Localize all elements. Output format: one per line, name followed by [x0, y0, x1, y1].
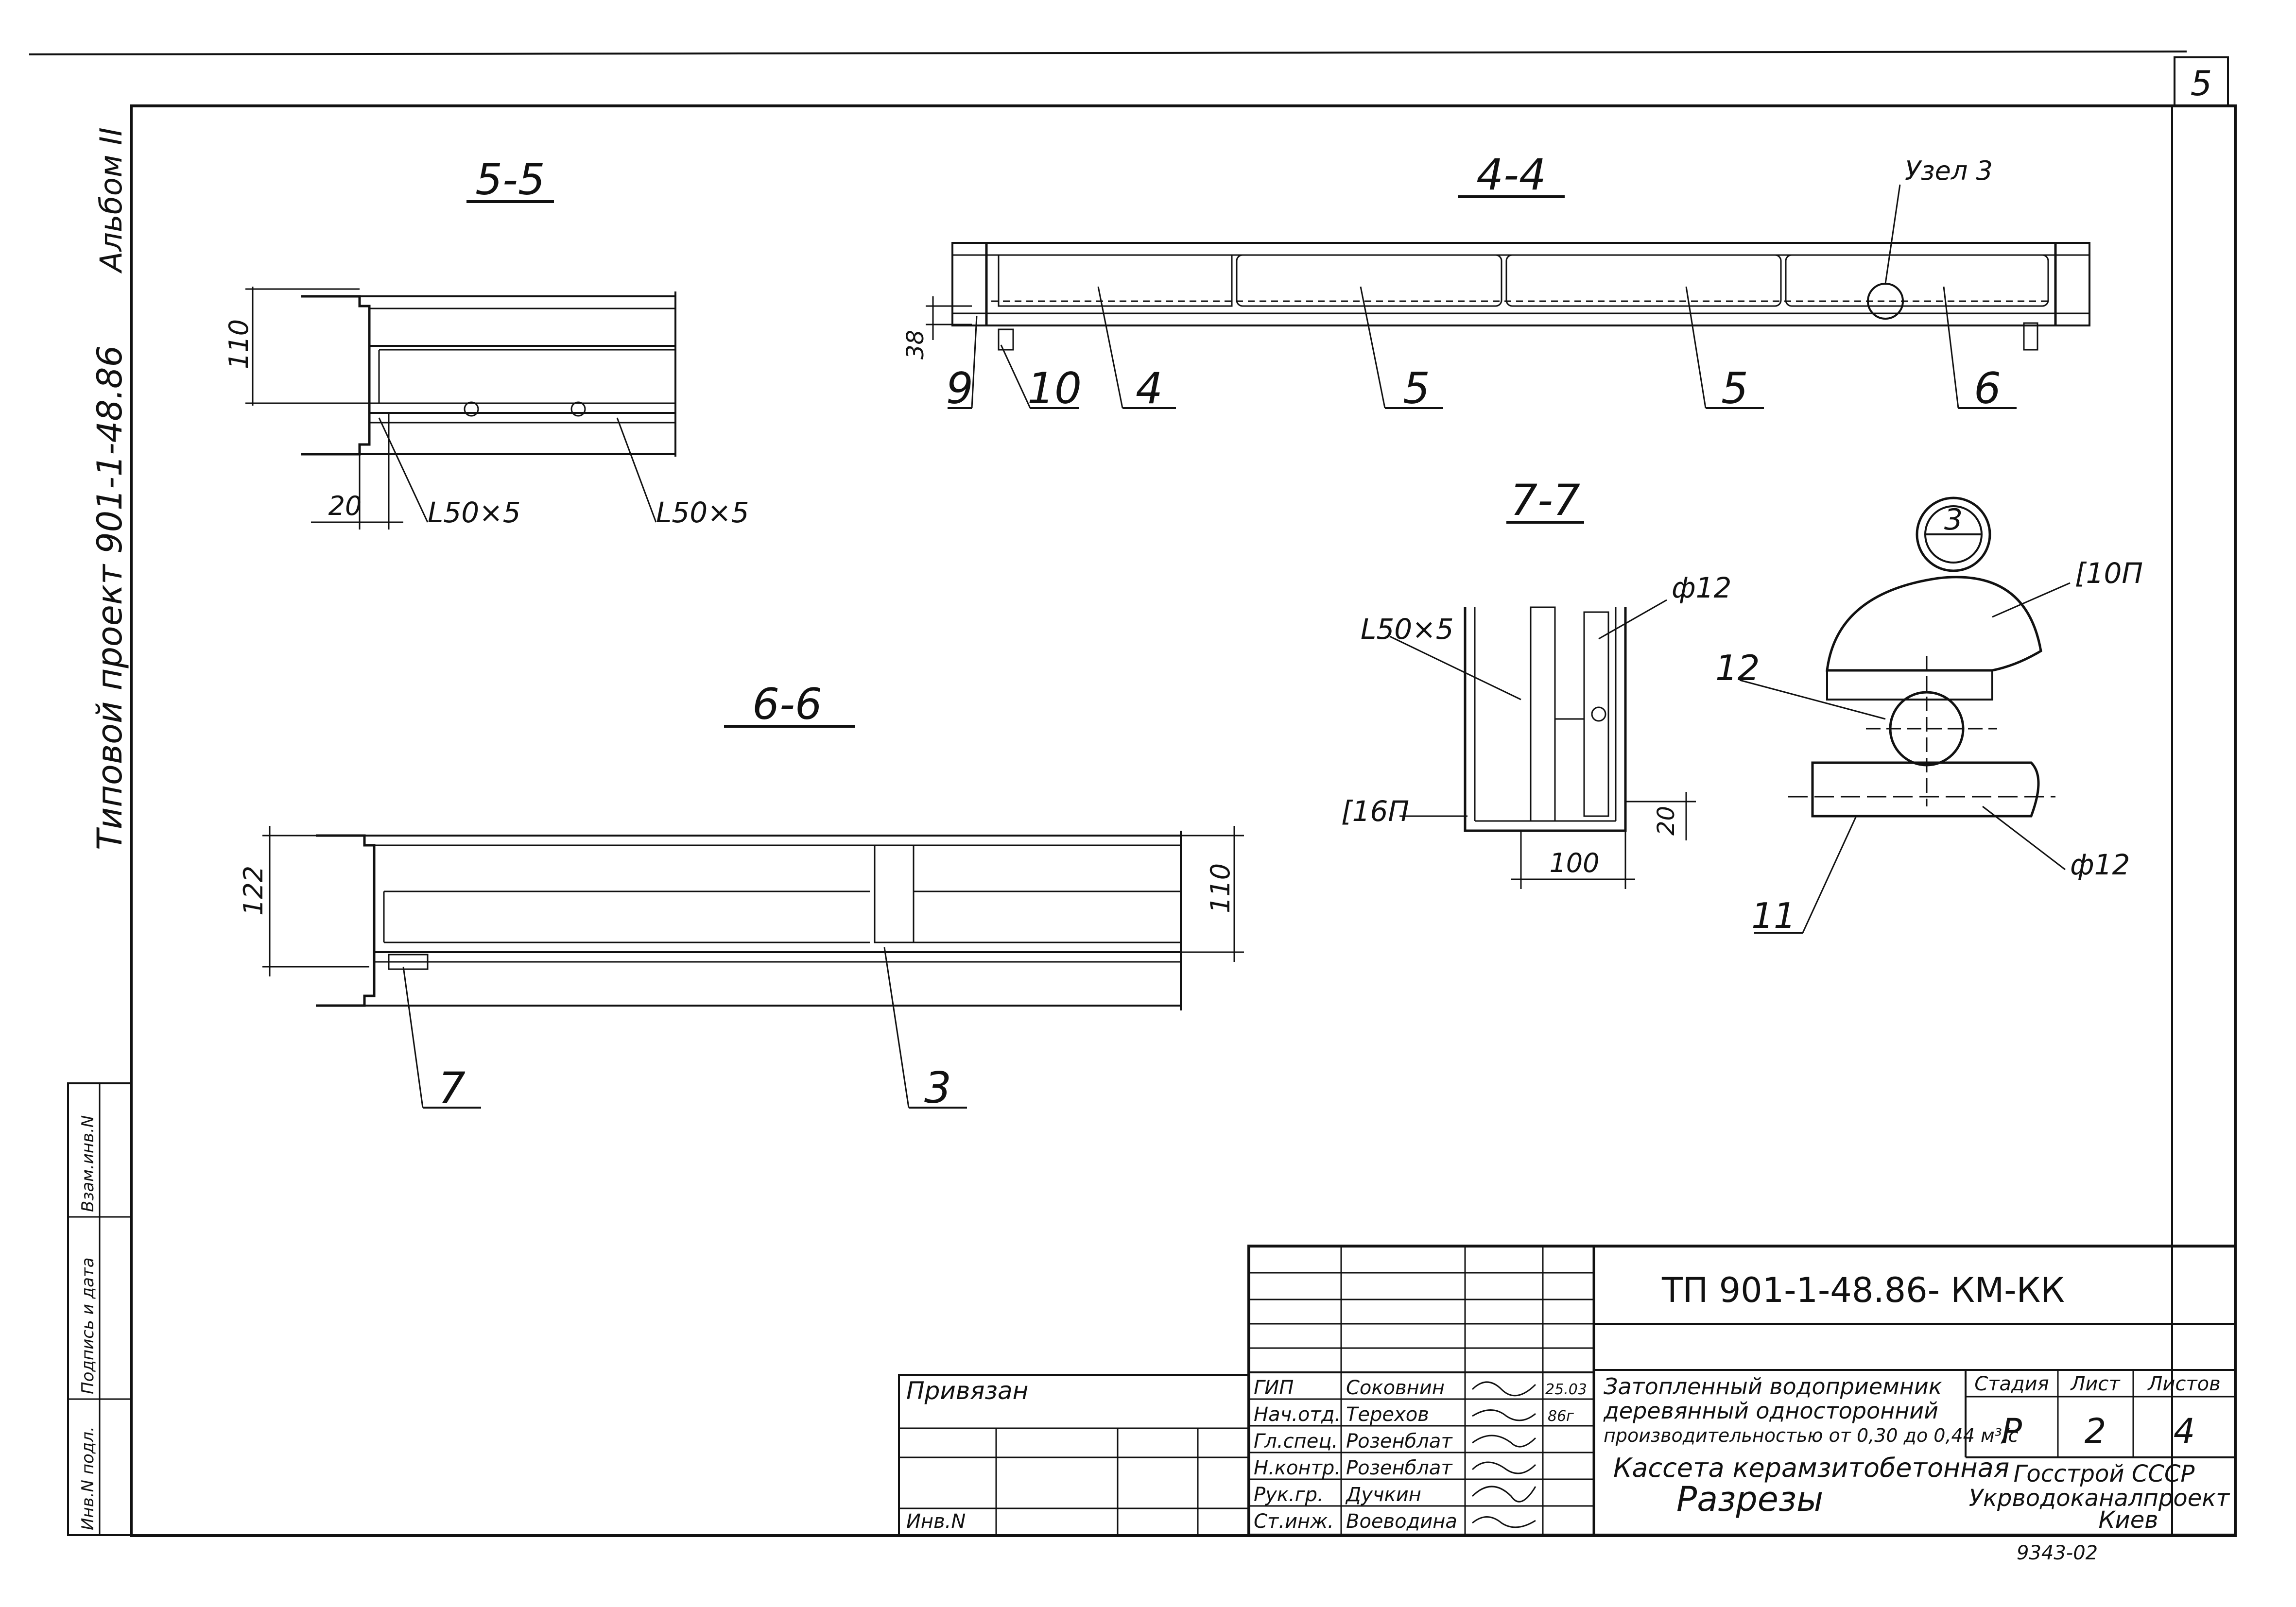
section-5-5: 5-5 110 20 L50×5 L50×5 [224, 154, 749, 530]
tb-name-5: Дучкин [1345, 1484, 1421, 1506]
tb-bottom-code: 9343-02 [2017, 1542, 2098, 1564]
node-3-label-11: 11 [1751, 895, 1796, 936]
tb-desc-1: Затопленный водоприемник [1604, 1373, 1942, 1400]
s55-profile-right: L50×5 [656, 496, 749, 529]
stamp-vzam: Взам.инв.N [78, 1115, 98, 1212]
s44-callout-4: 4 [1136, 363, 1163, 413]
section-4-4-title: 4-4 [1476, 150, 1546, 200]
s77-dim-100: 100 [1549, 848, 1599, 878]
s77-channel: [16П [1341, 795, 1409, 828]
tb-role-2: Нач.отд. [1254, 1403, 1341, 1426]
tb-name-6: Воеводина [1346, 1510, 1457, 1533]
tb-desc-3: производительностью от 0,30 до 0,44 м³/с [1604, 1425, 2019, 1446]
s44-callout-10: 10 [1027, 363, 1082, 413]
s66-callout-7: 7 [438, 1063, 466, 1113]
node-3: 3 [10П 12 11 ф12 [1715, 496, 2143, 936]
s44-callout-5a: 5 [1403, 363, 1430, 413]
node-3-channel: [10П [2075, 557, 2143, 590]
tb-inv: Инв.N [906, 1510, 966, 1533]
left-stamp: Инв.N подл. Подпись и дата Взам.инв.N [67, 1082, 132, 1536]
tb-sheets-label: Листов [2147, 1373, 2220, 1395]
top-scan-line [29, 51, 2187, 55]
s66-dim-122: 122 [238, 866, 269, 916]
tb-sheets: 4 [2174, 1411, 2195, 1451]
tb-org-1: Госстрой СССР [2014, 1460, 2195, 1487]
s44-node-label: Узел 3 [1905, 155, 1993, 186]
drawing-frame [130, 104, 2237, 1537]
tb-desc-4: Кассета керамзитобетонная [1613, 1453, 2009, 1483]
sheet-number: 5 [2191, 64, 2212, 103]
stamp-inv-podl: Инв.N подл. [78, 1426, 98, 1530]
tb-stage-label: Стадия [1974, 1373, 2049, 1395]
tb-code: ТП 901-1-48.86- КМ-КК [1661, 1270, 2065, 1310]
sheet-number-box [2174, 56, 2229, 107]
s44-callout-5b: 5 [1721, 363, 1748, 413]
tb-role-5: Рук.гр. [1254, 1484, 1324, 1506]
stamp-podpis: Подпись и дата [78, 1257, 98, 1394]
section-6-6: 6-6 122 110 7 3 [238, 679, 1244, 1113]
s55-profile-left: L50×5 [428, 496, 521, 529]
s77-angle: L50×5 [1361, 613, 1454, 646]
tb-year: 86г [1548, 1408, 1574, 1425]
tb-date: 25.03 [1545, 1381, 1587, 1398]
node-3-rod: ф12 [2070, 848, 2130, 881]
tb-desc-5: Разрезы [1676, 1479, 1823, 1519]
s77-dim-20: 20 [1653, 806, 1680, 836]
tb-role-4: Н.контр. [1254, 1457, 1341, 1479]
title-block: Привязан Инв.N ГИП Нач.отд. Гл.спец. Н.к… [898, 1245, 2237, 1564]
section-7-7-title: 7-7 [1510, 475, 1580, 525]
tb-name-1: Соковнин [1346, 1377, 1445, 1399]
album-label: Альбом II [93, 127, 129, 274]
s66-dim-110: 110 [1205, 863, 1236, 913]
s55-dim-20: 20 [328, 491, 362, 521]
tb-name-3: Розенблат [1346, 1430, 1453, 1453]
section-6-6-title: 6-6 [752, 679, 822, 729]
tb-privyazan: Привязан [906, 1377, 1028, 1405]
section-4-4: 4-4 Узел 3 38 9 10 4 5 5 [902, 150, 2090, 413]
s77-rod: ф12 [1672, 571, 1731, 604]
s44-dim-38: 38 [902, 330, 929, 359]
s44-callout-6: 6 [1974, 363, 2001, 413]
s66-callout-3: 3 [924, 1063, 951, 1113]
node-3-number: 3 [1944, 503, 1963, 537]
section-7-7: 7-7 L50×5 ф12 [16П 100 20 [1341, 475, 1731, 889]
tb-org-3: Киев [2098, 1506, 2158, 1534]
tb-role-1: ГИП [1254, 1377, 1294, 1399]
tb-sheet-label: Лист [2070, 1373, 2121, 1395]
node-3-label-12: 12 [1715, 648, 1760, 688]
tb-role-6: Ст.инж. [1254, 1510, 1334, 1533]
tb-name-2: Терехов [1346, 1403, 1429, 1426]
tb-role-3: Гл.спец. [1254, 1430, 1338, 1453]
tb-stage: Р [2002, 1411, 2022, 1451]
tb-name-4: Розенблат [1346, 1457, 1453, 1479]
tb-sheet: 2 [2085, 1411, 2106, 1451]
s55-dim-110: 110 [224, 319, 254, 369]
section-5-5-title: 5-5 [475, 154, 545, 205]
tb-signatures [1471, 1381, 1536, 1528]
s44-callout-9: 9 [946, 363, 973, 413]
project-label: Типовой проект 901-1-48.86 [90, 345, 130, 850]
tb-desc-2: деревянный односторонний [1603, 1398, 1938, 1424]
tb-org-2: Укрводоканалпроект [1969, 1485, 2231, 1512]
